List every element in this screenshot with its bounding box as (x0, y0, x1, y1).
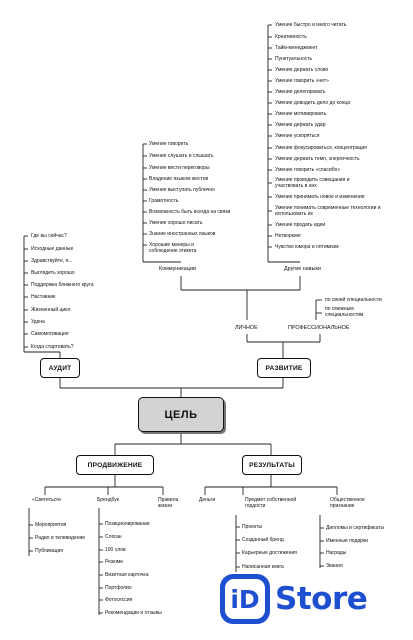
list-item: Умение продать идеи (275, 222, 326, 228)
list-item: Написанная книга (242, 564, 284, 570)
list-item: Умение держать слово (275, 67, 329, 73)
rules-node: Правила жизни (158, 497, 179, 509)
results-box: РЕЗУЛЬТАТЫ (242, 455, 302, 475)
list-item: Поддержка ближнего круга (31, 282, 94, 288)
list-item: Владение языком жестов (149, 176, 209, 182)
list-item: Исходные данные (31, 246, 74, 252)
brandbook-node: Брендбук (97, 497, 119, 503)
logo-badge-text: iD (225, 579, 265, 619)
list-item: Умение говорить (149, 141, 189, 147)
list-item: Пунктуальность (275, 56, 313, 62)
list-item: Нетворкинг (275, 233, 302, 239)
list-item: Умение выступать публично (149, 187, 215, 193)
list-item: Умение говорить «спасибо» (275, 167, 341, 173)
list-item: Умение мотивировать (275, 111, 327, 117)
list-item: Наставник (31, 294, 56, 300)
recognition-node: Общественное признание (330, 497, 365, 509)
list-item: Чувство юмора и оптимизм (275, 244, 339, 250)
list-item: Креативность (275, 34, 307, 40)
list-item: Награды (326, 550, 347, 556)
development-box: РАЗВИТИЕ (257, 358, 311, 378)
idstore-logo: iD Store (220, 574, 368, 624)
list-item: Проекты (242, 524, 263, 530)
list-item: Умение принимать новое и изменения (275, 194, 365, 200)
list-item: Умение проводить совещания и участвовать… (275, 177, 350, 189)
list-item: Здравствуйте, я... (31, 258, 73, 264)
list-item: Возможность быть всегда на связи (149, 209, 231, 215)
list-item: Самомотивация (31, 331, 69, 337)
list-item: Звания (326, 563, 343, 569)
list-item: Знание иностранных языков (149, 231, 216, 237)
other-skills-title: Другие навыки (284, 266, 321, 272)
list-item: Фотосессия (105, 597, 133, 603)
list-item: Умение доводить дело до конца (275, 100, 351, 106)
professional-node: ПРОФЕССИОНАЛЬНОЕ (288, 325, 350, 331)
list-item: Радио и телевидение (35, 535, 86, 541)
list-item: Умение понимать современные технологии и… (275, 205, 381, 217)
communication-title: Коммуникации (159, 266, 196, 272)
list-item: Хорошие манеры и соблюдение этикета (149, 242, 197, 254)
list-item: Умение слушать и слышать (149, 153, 214, 159)
list-item: Публикация (35, 548, 63, 554)
list-item: Умение хорошо писать (149, 220, 203, 226)
list-item: Тайм-менеджмент (275, 45, 318, 51)
list-item: Позиционирование (105, 521, 150, 527)
promotion-box: ПРОДВИЖЕНИЕ (76, 455, 154, 475)
list-item: Визитная карточка (105, 572, 149, 578)
list-item: Умение вести переговоры (149, 165, 210, 171)
list-item: Жизненный цикл (31, 307, 71, 313)
list-item: 100 слов (105, 547, 126, 553)
list-item: Умение держать удар (275, 122, 326, 128)
money-node: Деньги (199, 497, 216, 503)
logo-wordmark: Store (275, 581, 368, 617)
list-item: Мероприятия (35, 522, 67, 528)
list-item: по смежным специальностям (325, 306, 364, 318)
list-item: Умение держать темп, энергичность (275, 156, 360, 162)
list-item: Умение ускоряться (275, 133, 320, 139)
list-item: Умение делегировать (275, 89, 326, 95)
list-item: Слоган (105, 534, 122, 540)
list-item: Именные подарки (326, 538, 368, 544)
list-item: Карьерные достижения (242, 550, 297, 556)
list-item: Умение фокусироваться, концентрация (275, 145, 367, 151)
list-item: Выглядеть хорошо (31, 270, 75, 276)
list-item: Умение быстро и много читать (275, 22, 347, 28)
list-item: Грамотность (149, 198, 179, 204)
list-item: Когда стартовать? (31, 344, 74, 350)
list-item: по своей специальности (325, 297, 382, 303)
list-item: Портфолио (105, 585, 132, 591)
shine-node: «Светиться» (32, 497, 62, 503)
list-item: Резюме (105, 559, 123, 565)
list-item: Рекомендации и отзывы (105, 610, 162, 616)
personal-node: ЛИЧНОЕ (235, 325, 258, 331)
pride-node: Предмет собственной гордости (245, 497, 297, 509)
list-item: Где вы сейчас? (31, 233, 67, 239)
list-item: Дипломы и сертификаты (326, 525, 385, 531)
list-item: Созданный бренд (242, 537, 284, 543)
logo-badge: iD (220, 574, 270, 624)
goal-box: ЦЕЛЬ (138, 397, 224, 432)
list-item: Удача (31, 319, 45, 325)
list-item: Умение говорить «нет» (275, 78, 329, 84)
audit-box: АУДИТ (40, 358, 80, 378)
